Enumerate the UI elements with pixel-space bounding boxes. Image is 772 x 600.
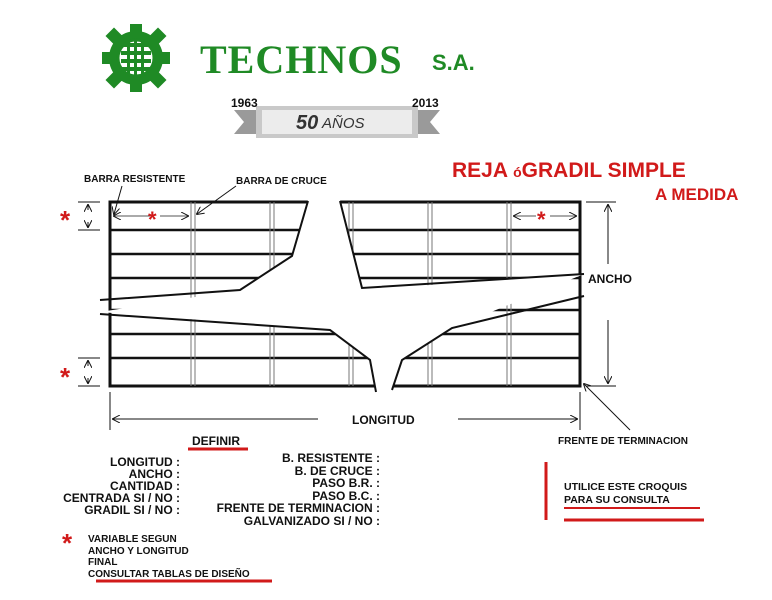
star-marker-inside-right: * [537, 207, 546, 232]
field-b-resistente: B. RESISTENTE : [281, 451, 380, 465]
field-paso-bc: PASO B.C. : [312, 488, 380, 503]
break-lines [99, 200, 585, 393]
field-ancho: ANCHO : [128, 467, 180, 481]
star-marker-bottom-left: * [60, 362, 71, 392]
title-word-reja: REJA [452, 159, 508, 182]
year-end: 2013 [412, 96, 439, 110]
right-form-fields: B. RESISTENTE : B. DE CRUCE : PASO B.R. … [200, 452, 380, 527]
note-line-4: CONSULTAR TABLAS DE DISEÑO [88, 568, 250, 580]
note-line-2: ANCHO Y LONGITUD [88, 545, 189, 557]
star-marker-top-left: * [60, 205, 71, 235]
anniversary-number: 50 [296, 112, 319, 134]
label-frente-terminacion: FRENTE DE TERMINACION [558, 436, 688, 447]
title-line-2: A MEDIDA [655, 185, 739, 204]
hint-block: UTILICE ESTE CROQUIS PARA SU CONSULTA [564, 481, 687, 507]
note-line-1: VARIABLE SEGUN [88, 534, 177, 545]
notes-star: * [62, 528, 73, 558]
label-barra-cruce: BARRA DE CRUCE [236, 176, 327, 187]
field-frente-terminacion: FRENTE DE TERMINACION : [216, 501, 380, 515]
label-longitud: LONGITUD [352, 413, 415, 427]
title-line-1: REJA óGRADIL SIMPLE [452, 159, 686, 183]
gear-grid-logo-icon [102, 24, 170, 92]
title-word-o: ó [513, 164, 522, 180]
company-name: TECHNOS [200, 37, 403, 82]
break-gap [100, 200, 584, 392]
left-form-fields: LONGITUD : ANCHO : CANTIDAD : CENTRADA S… [40, 456, 180, 516]
title-word-gradil: GRADIL SIMPLE [521, 159, 686, 182]
longitud-dimension [109, 392, 581, 430]
field-b-cruce: B. DE CRUCE : [294, 463, 380, 478]
label-ancho: ANCHO [588, 272, 632, 286]
star-marker-inside-left: * [148, 207, 157, 232]
field-longitud: LONGITUD : [110, 455, 180, 469]
spacing-arrows [78, 201, 100, 387]
anniversary-word: AÑOS [322, 115, 365, 132]
company-suffix: S.A. [432, 50, 475, 75]
ancho-dimension [586, 201, 616, 387]
label-barra-resistente: BARRA RESISTENTE [84, 174, 186, 185]
notes-block: VARIABLE SEGUN ANCHO Y LONGITUD FINAL CO… [88, 534, 250, 580]
anniversary-banner [234, 106, 440, 138]
year-start: 1963 [231, 96, 258, 110]
field-paso-br: PASO B.R. : [312, 476, 380, 490]
hint-line-1: UTILICE ESTE CROQUIS [564, 481, 688, 493]
hint-line-2: PARA SU CONSULTA [564, 494, 670, 506]
grating-frame [108, 200, 582, 388]
definir-heading: DEFINIR [192, 434, 240, 448]
note-line-3: FINAL [88, 557, 118, 568]
field-cantidad: CANTIDAD : [110, 479, 180, 493]
field-galvanizado: GALVANIZADO SI / NO : [243, 513, 380, 528]
field-centrada: CENTRADA SI / NO : [63, 491, 180, 505]
leader-lines [114, 185, 631, 431]
field-gradil: GRADIL SI / NO : [84, 503, 180, 517]
